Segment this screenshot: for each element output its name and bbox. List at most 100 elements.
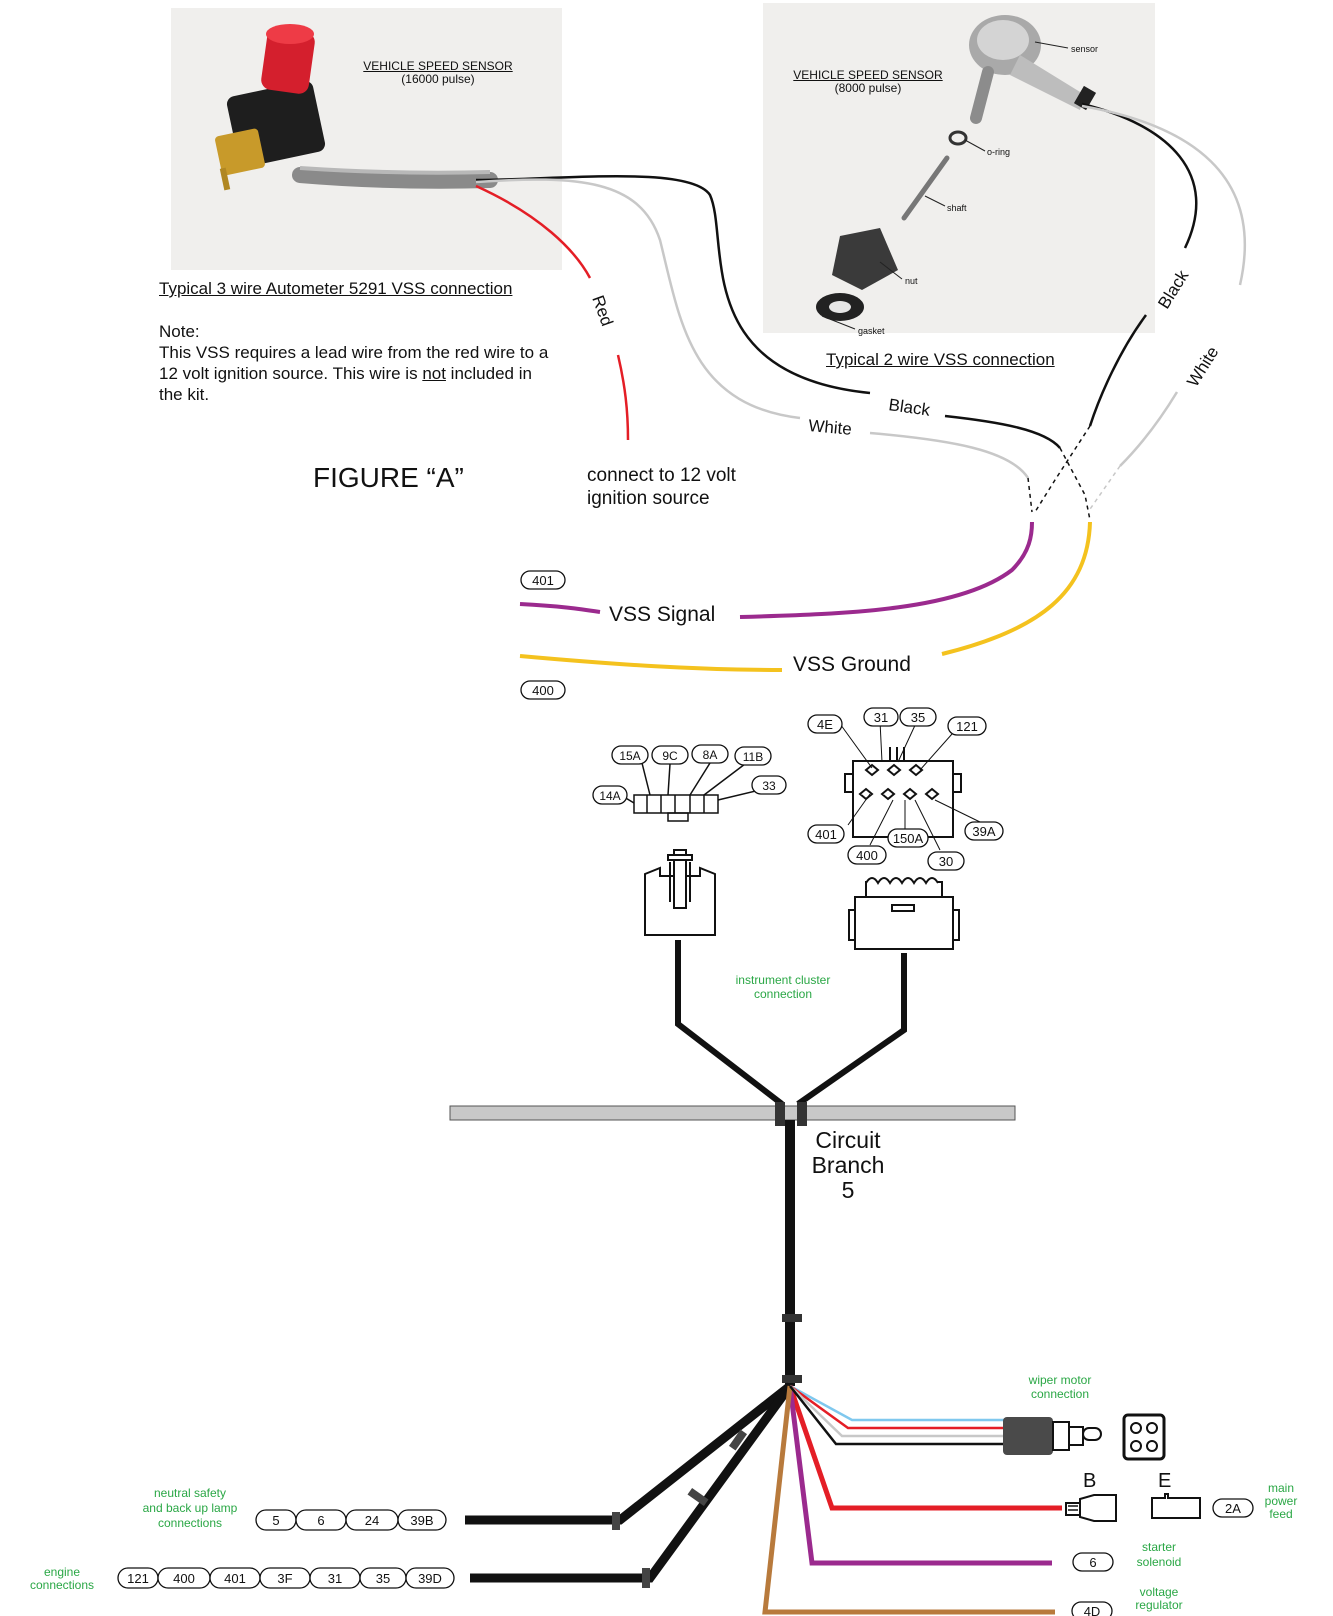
red-wire [475, 184, 592, 279]
wiper-wire-blue [789, 1384, 1005, 1422]
branch-starter [787, 1385, 1052, 1566]
large-circuit-30: 30 [939, 854, 953, 869]
red-wire-label: Red [588, 293, 617, 329]
large-connector-pinout [837, 720, 981, 851]
vss-signal-wire-left [519, 602, 601, 614]
part-leader-lines [821, 41, 1069, 330]
small-circuit-11b: 11B [743, 750, 763, 764]
part-label-sensor: sensor [1071, 44, 1099, 54]
sensor-8000-title: VEHICLE SPEED SENSOR (8000 pulse) [780, 69, 956, 95]
ignition-note-2: ignition source [587, 488, 710, 509]
white-wire-label-2: White [1183, 343, 1222, 390]
large-circuit-35: 35 [911, 710, 925, 725]
black-wire-label-1: Black [887, 395, 931, 420]
sensor-8000-title-text: VEHICLE SPEED SENSOR [793, 68, 943, 82]
white-wire-b [869, 431, 1030, 479]
engine-circuit-3f: 3F [277, 1571, 292, 1586]
part-label-nut: nut [905, 276, 918, 286]
engine-pill-outlines [117, 1567, 455, 1589]
wiper-motor-connector [1003, 1413, 1166, 1461]
neutral-safety-label: neutral safety and back up lamp connecti… [130, 1486, 250, 1531]
engine-circuit-31: 31 [328, 1571, 342, 1586]
sensor-16000-pulse: (16000 pulse) [401, 72, 475, 86]
note-text-not: not [422, 364, 446, 383]
large-circuit-401: 401 [815, 827, 837, 842]
circuit-branch-3: 5 [841, 1177, 855, 1203]
engine-label: engine connections [22, 1566, 102, 1592]
branch-engine [470, 1383, 794, 1583]
vss-ground-label: VSS Ground [793, 653, 911, 676]
engine-circuit-401: 401 [224, 1571, 246, 1586]
engine-circuit-400: 400 [173, 1571, 195, 1586]
regulator-label: voltage regulator [1122, 1586, 1196, 1612]
engine-circuit-39d: 39D [418, 1571, 442, 1586]
terminal-e-connector [1151, 1493, 1201, 1519]
terminal-e-label: E [1158, 1470, 1172, 1492]
vss-signal-label: VSS Signal [609, 603, 716, 626]
sensor-16000-illustration [215, 24, 498, 191]
note-text: This VSS requires a lead wire from the r… [159, 342, 554, 405]
circuit-branch-1: Circuit [815, 1127, 881, 1153]
wiper-motor-2: connection [1030, 1387, 1090, 1401]
neutral-safety-3: connections [157, 1516, 223, 1530]
part-label-oring: o-ring [987, 147, 1011, 157]
branch-main-power [787, 1385, 1062, 1511]
starter-2: solenoid [1136, 1555, 1182, 1569]
small-circuit-33: 33 [762, 779, 776, 793]
harness-branches [465, 1382, 1062, 1615]
instrument-cluster-harness [644, 849, 960, 1107]
small-circuit-8a: 8A [703, 748, 718, 762]
branch-regulator [762, 1385, 1055, 1615]
part-label-shaft: shaft [947, 203, 967, 213]
small-circuit-14a: 14A [599, 789, 620, 803]
sensor-8000-illustration [816, 15, 1097, 321]
sensor-wires [475, 102, 1246, 672]
engine-circuit-35: 35 [376, 1571, 390, 1586]
black-wire-b [944, 414, 1061, 449]
terminal-b-connector [1065, 1494, 1117, 1522]
small-circuit-15a: 15A [619, 749, 640, 763]
branch-clips [612, 1429, 748, 1588]
neutral-circuit-5: 5 [272, 1513, 279, 1528]
neutral-circuit-39b: 39B [410, 1513, 433, 1528]
figure-label: FIGURE “A” [313, 462, 464, 493]
starter-label: starter solenoid [1124, 1540, 1194, 1570]
black-wire-a [475, 175, 871, 395]
vss-ground-wire-right [941, 521, 1092, 656]
note-heading: Note: [159, 322, 200, 341]
white-wire-label-1: White [808, 416, 853, 439]
main-power-3: feed [1269, 1507, 1293, 1521]
large-circuit-31: 31 [874, 710, 888, 725]
neutral-safety-1: neutral safety [153, 1486, 227, 1500]
engine-2: connections [29, 1578, 95, 1592]
starter-1: starter [1141, 1540, 1176, 1554]
instrument-cluster-1: instrument cluster [735, 973, 831, 987]
engine-1: engine [43, 1565, 81, 1579]
firewall-bar [449, 1105, 1016, 1121]
main-power-circuit: 2A [1225, 1501, 1241, 1516]
large-circuit-150a: 150A [893, 831, 924, 846]
circuit-branch-2: Branch [811, 1152, 885, 1178]
small-connector-pinout [623, 762, 765, 822]
small-circuit-9c: 9C [662, 749, 678, 763]
regulator-2: regulator [1135, 1598, 1183, 1612]
circuit-pill-outlines [520, 570, 1254, 1616]
main-power-label: main power feed [1256, 1482, 1306, 1521]
sensor-8000-pulse: (8000 pulse) [834, 81, 902, 95]
large-circuit-400: 400 [856, 848, 878, 863]
sensor-16000-title-text: VEHICLE SPEED SENSOR [363, 59, 513, 73]
white-wire-8000-lower [1119, 391, 1179, 467]
large-circuit-4e: 4E [817, 717, 833, 732]
neutral-circuit-24: 24 [365, 1513, 379, 1528]
engine-circuit-121: 121 [127, 1571, 149, 1586]
large-circuit-121: 121 [956, 719, 978, 734]
white-wire-8000-upper [1081, 104, 1246, 286]
instrument-cluster-label: instrument cluster connection [718, 973, 848, 1001]
vss-ground-circuit: 400 [532, 683, 554, 698]
ignition-note: connect to 12 volt ignition source [587, 464, 736, 510]
sensor-8000-caption: Typical 2 wire VSS connection [826, 350, 1055, 369]
instrument-cluster-2: connection [753, 987, 813, 1001]
large-circuit-39a: 39A [972, 824, 995, 839]
main-harness-trunk [775, 1102, 807, 1386]
starter-circuit: 6 [1089, 1555, 1096, 1570]
